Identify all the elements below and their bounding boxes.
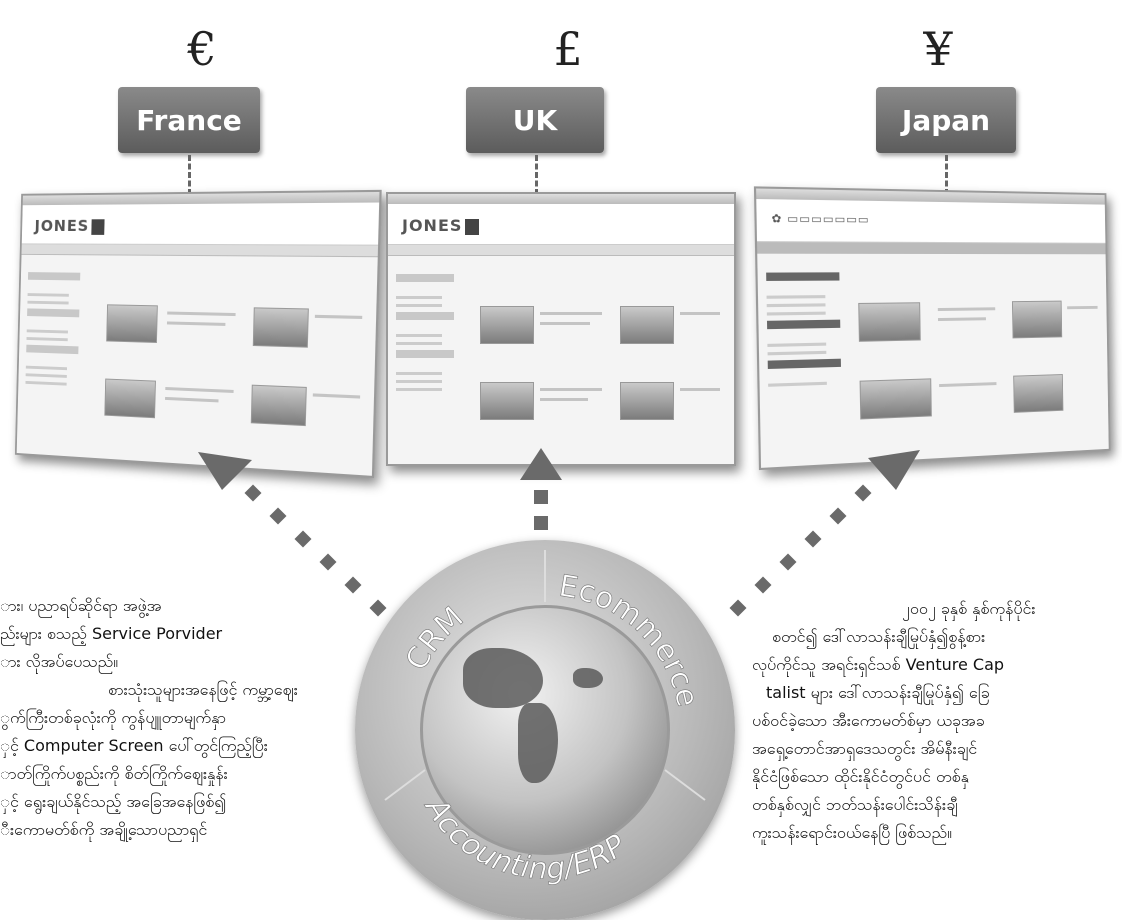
- euro-symbol: €: [187, 22, 217, 76]
- svg-text:Accounting/ERP: Accounting/ERP: [417, 790, 633, 887]
- right-paragraph: ၂၀၀၂ ခုနှစ် နှစ်ကုန်ပိုင်း စတင်၍ ဒေါ်လာသ…: [752, 595, 1122, 847]
- svg-text:CRM: CRM: [399, 600, 470, 676]
- left-line: ား လိုအပ်ပေသည်။: [0, 652, 119, 671]
- left-line: စားသုံးသူများအနေဖြင့် ကမ္ဘာ့ဈေး: [108, 680, 298, 699]
- left-line: ီးကောမတ်စ်ကို အချို့သောပညာရှင်: [0, 820, 208, 839]
- left-line: ား၊ ပညာရပ်ဆိုင်ရာ အဖွဲ့အ: [0, 596, 162, 615]
- site-logo: JONES: [402, 216, 480, 235]
- label-crm: CRM: [399, 600, 471, 677]
- label-japan: Japan: [876, 87, 1016, 153]
- right-line: ပစ်ဝင်ခဲ့သော အီးကောမတ်စ်မှာ ယခုအခ: [752, 711, 985, 730]
- connection-arrows: [198, 448, 920, 617]
- connector-uk: [535, 155, 538, 195]
- left-line: ှင့် Computer Screen ပေါ်တွင်ကြည့်ပြီး: [0, 736, 268, 755]
- left-paragraph: ား၊ ပညာရပ်ဆိုင်ရာ အဖွဲ့အ ည်းများ စသည့် S…: [0, 592, 360, 844]
- website-screen-uk: JONES: [386, 192, 736, 466]
- label-ecommerce: Ecommerce: [556, 568, 705, 710]
- right-line: ၂၀၀၂ ခုနှစ် နှစ်ကုန်ပိုင်း: [902, 599, 1036, 618]
- connector-france: [188, 155, 191, 195]
- arrow-to-france: [198, 452, 387, 617]
- label-france: France: [118, 87, 260, 153]
- right-line: နိုင်ငံဖြစ်သော ထိုင်းနိုင်ငံတွင်ပင် တစ်န…: [752, 767, 969, 786]
- label-accounting-erp: Accounting/ERP: [417, 790, 634, 887]
- left-line: ာတ်ကြိုက်ပစ္စည်းကို စိတ်ကြိုက်ဈေးနှုန်း: [0, 764, 228, 783]
- arrow-to-japan: [729, 450, 920, 617]
- label-uk: UK: [466, 87, 604, 153]
- left-line: ည်းများ စသည့် Service Porvider: [0, 624, 223, 643]
- right-line: တစ်နှစ်လျှင် ဘတ်သန်းပေါင်းသိန်းချီ: [752, 795, 958, 814]
- left-line: ှင့် ရွေးချယ်နိုင်သည့် အခြေအနေဖြစ်၍: [0, 792, 227, 811]
- globe-icon: [420, 605, 670, 855]
- svg-text:Ecommerce: Ecommerce: [556, 569, 704, 710]
- yen-symbol: ¥: [923, 22, 953, 76]
- right-line: အရှေ့တောင်အာရှဒေသတွင်း အိမ်နီးချင်: [752, 739, 978, 758]
- right-line: စတင်၍ ဒေါ်လာသန်းချီမြုပ်နှံ၍စွန့်စား: [772, 627, 986, 646]
- right-line: talist များ ဒေါ်လာသန်းချီမြုပ်နှံ၍ ခြေ: [766, 683, 990, 702]
- left-line: ွက်ကြီးတစ်ခုလုံးကို ကွန်ပျူတာမျက်နှာ: [0, 708, 226, 727]
- right-line: လုပ်ကိုင်သူ အရင်းရှင်သစ် Venture Cap: [752, 655, 1005, 674]
- connector-japan: [945, 155, 948, 195]
- globe-labels: CRM Ecommerce Accounting/ERP: [384, 550, 706, 887]
- pound-symbol: £: [553, 22, 583, 76]
- right-line: ကူးသန်းရောင်းဝယ်နေပြီ ဖြစ်သည်။: [752, 823, 952, 842]
